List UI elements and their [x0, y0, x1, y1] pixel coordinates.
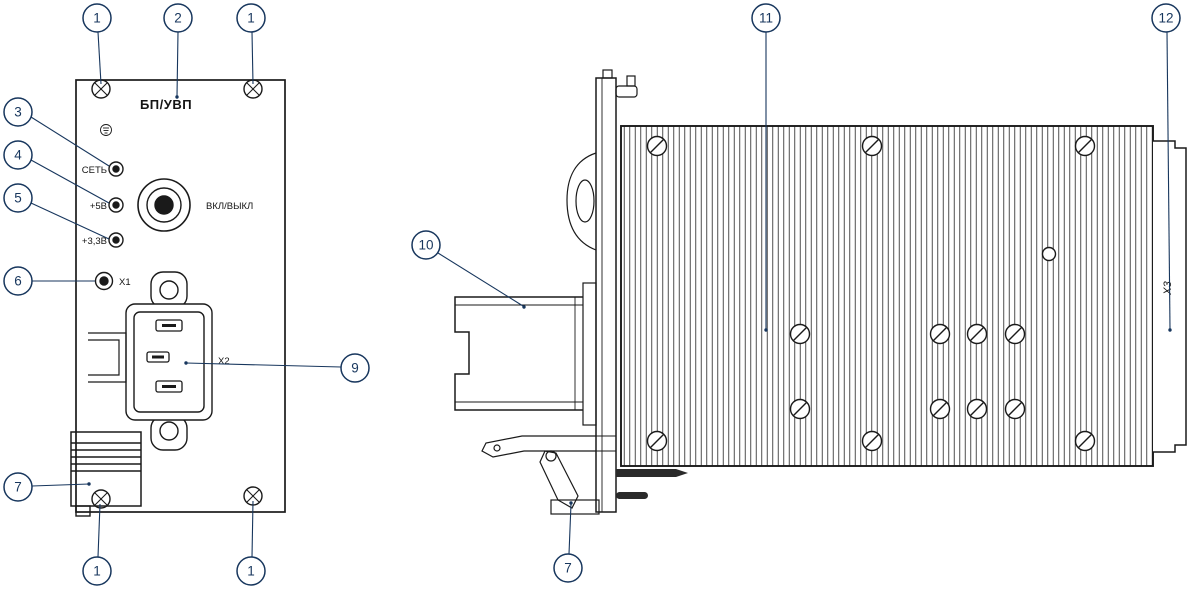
callout-2: 2: [163, 3, 193, 99]
x2-mount-hole-top: [159, 280, 179, 300]
callout-12: 12: [1151, 3, 1181, 332]
x2-top-tab: [150, 271, 188, 309]
side-view: X3: [454, 69, 1187, 515]
heatsink-screw: [929, 323, 951, 345]
front-panel-view: БП/УВП СЕТЬ +5В +3,3В: [70, 79, 286, 517]
x2-bottom-tab: [150, 415, 188, 451]
callout-4: 4: [3, 140, 110, 204]
svg-text:11: 11: [759, 11, 773, 26]
svg-text:3: 3: [14, 105, 22, 120]
svg-text:1: 1: [93, 11, 101, 26]
connector-x1-label: X1: [119, 277, 131, 288]
svg-text:6: 6: [14, 274, 22, 289]
heatsink-screw: [789, 398, 811, 420]
alignment-pin-top: [602, 69, 638, 98]
callouts: 1 2 1 3 4 5: [3, 3, 1181, 586]
callout-5: 5: [3, 183, 110, 240]
svg-text:4: 4: [14, 148, 22, 163]
indicator-net-label: СЕТЬ: [82, 165, 107, 176]
front-panel-outline: [75, 79, 286, 513]
callout-9: 9: [184, 353, 370, 383]
heatsink-screw: [861, 135, 883, 157]
extraction-handle: [70, 431, 142, 517]
heatsink: [620, 125, 1154, 467]
backplane-connector-housing: [454, 296, 583, 411]
svg-text:7: 7: [564, 561, 572, 576]
svg-text:9: 9: [351, 361, 359, 376]
svg-text:1: 1: [247, 564, 255, 579]
callout-1-bottom-left: 1: [82, 503, 112, 586]
connector-mount-plate: [582, 282, 597, 426]
heatsink-screw: [1074, 135, 1096, 157]
screw-bottom-left: [91, 489, 111, 509]
svg-text:1: 1: [93, 564, 101, 579]
x2-face-inner: [133, 311, 205, 413]
indicator-5v-label: +5В: [90, 201, 107, 212]
connector-x1: X1: [94, 271, 131, 291]
heatsink-screw: [1004, 323, 1026, 345]
indicator-led-5v: +5В: [90, 197, 124, 213]
connector-x2: X2: [125, 271, 230, 451]
callout-3: 3: [3, 97, 110, 167]
heatsink-screw: [646, 430, 668, 452]
power-switch-label: ВКЛ/ВЫКЛ: [206, 201, 253, 212]
callout-6: 6: [3, 266, 95, 296]
ejector-lever: [481, 435, 616, 515]
svg-text:7: 7: [14, 480, 22, 495]
retaining-clip: [88, 332, 127, 383]
heatsink-screw: [646, 135, 668, 157]
contact-pin-short: [616, 492, 648, 499]
indicator-led-net: СЕТЬ: [82, 161, 124, 177]
callout-1-top-right: 1: [236, 3, 266, 85]
x2-mount-hole-bottom: [159, 421, 179, 441]
callout-11: 11: [751, 3, 781, 332]
contact-pin-long: [616, 469, 688, 477]
svg-text:2: 2: [174, 11, 182, 26]
ground-symbol-icon: [100, 124, 112, 136]
heatsink-screw: [861, 430, 883, 452]
panel-title: БП/УВП: [140, 97, 192, 112]
x2-face-outer: [125, 303, 213, 421]
indicator-3v3-label: +3,3В: [82, 236, 107, 247]
callout-1-top-left: 1: [82, 3, 112, 85]
heatsink-screw: [929, 398, 951, 420]
heatsink-screw: [789, 323, 811, 345]
callout-1-bottom-right: 1: [236, 500, 266, 586]
heatsink-screws: [646, 135, 1096, 452]
power-switch: ВКЛ/ВЫКЛ: [137, 178, 253, 232]
connector-x2-label: X2: [218, 356, 230, 367]
callout-7-ejector: 7: [553, 501, 583, 583]
svg-text:12: 12: [1158, 11, 1173, 26]
svg-text:10: 10: [418, 238, 433, 253]
heatsink-screw: [966, 398, 988, 420]
heatsink-hole: [1041, 246, 1057, 262]
callout-10: 10: [411, 230, 526, 309]
svg-text:5: 5: [14, 191, 22, 206]
svg-text:1: 1: [247, 11, 255, 26]
front-panel-edge: [595, 77, 617, 513]
heatsink-screw: [1074, 430, 1096, 452]
heatsink-screw: [966, 323, 988, 345]
heatsink-screw: [1004, 398, 1026, 420]
guide-bracket: [566, 152, 597, 251]
indicator-led-3v3: +3,3В: [82, 232, 124, 248]
callout-7-handle: 7: [3, 472, 91, 502]
connector-x3-label: X3: [1162, 280, 1174, 295]
